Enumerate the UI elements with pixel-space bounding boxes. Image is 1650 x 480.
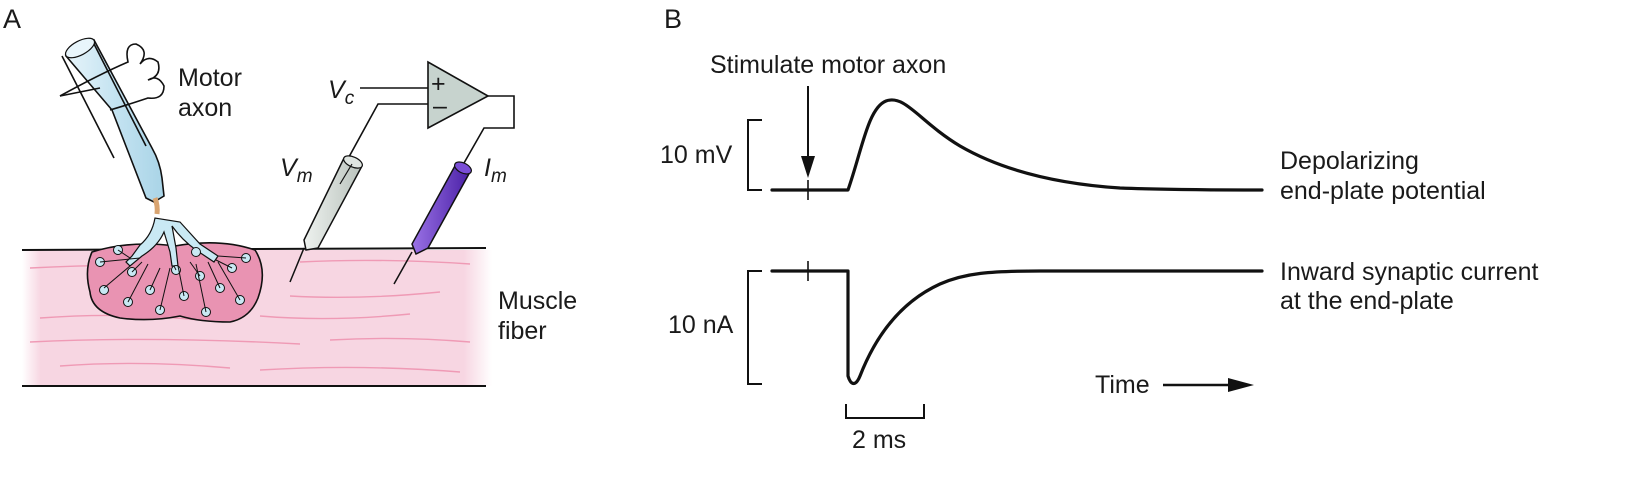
vc-label: Vc	[328, 76, 355, 109]
panel-a-letter: A	[3, 4, 21, 34]
im-electrode	[393, 161, 472, 285]
stimulus-arrow-head	[801, 156, 815, 178]
amplifier-minus: –	[433, 92, 447, 120]
time-scale-label: 2 ms	[852, 426, 906, 454]
current-scale-label: 10 nA	[668, 311, 734, 339]
im-label: Im	[484, 154, 507, 187]
vm-wire	[343, 103, 428, 167]
stimulating-pipette	[59, 37, 165, 215]
panel-a: A	[3, 4, 577, 387]
vm-electrode-tip	[289, 247, 305, 283]
epc-trace	[770, 269, 1264, 386]
axon-segment	[152, 197, 160, 215]
amplifier-triangle	[427, 60, 490, 130]
pipette-edge	[61, 55, 115, 159]
epp-trace	[770, 98, 1264, 192]
current-scale-bar	[747, 270, 762, 385]
stimulus-label: Stimulate motor axon	[710, 51, 946, 79]
trace-top-label-line1: Depolarizing	[1280, 147, 1419, 175]
voltage-scale-bar	[747, 119, 762, 191]
vm-label: Vm	[280, 154, 313, 187]
time-arrow-head	[1228, 378, 1254, 392]
muscle-fiber-label-line1: Muscle	[498, 287, 577, 315]
time-label: Time	[1095, 371, 1150, 399]
terminal-twigs	[99, 249, 247, 313]
vm-electrode-body	[303, 157, 364, 251]
axon-coil	[59, 43, 165, 111]
motor-axon-label-line2: axon	[178, 94, 232, 122]
panel-b-letter: B	[664, 4, 682, 34]
voltage-clamp-amplifier: + –	[343, 60, 515, 171]
vm-electrode	[289, 155, 364, 283]
im-electrode-body	[411, 162, 472, 256]
motor-axon-label-line1: Motor	[178, 64, 242, 92]
pipette-body	[64, 38, 165, 203]
trace-bottom-label-line2: at the end-plate	[1280, 287, 1454, 315]
trace-bottom-label-line1: Inward synaptic current	[1280, 258, 1539, 286]
nerve-terminal-branches	[125, 217, 219, 267]
time-scale-bar	[845, 404, 925, 419]
muscle-fiber-label-line2: fiber	[498, 317, 547, 345]
amplifier-plus: +	[431, 70, 446, 98]
end-plate	[86, 217, 264, 323]
voltage-scale-label: 10 mV	[660, 141, 733, 169]
panel-b: B Stimulate motor axon 10 mV Depolarizin…	[660, 4, 1539, 454]
output-wire	[459, 95, 515, 171]
trace-top-label-line2: end-plate potential	[1280, 177, 1486, 205]
im-electrode-tip	[393, 251, 413, 285]
